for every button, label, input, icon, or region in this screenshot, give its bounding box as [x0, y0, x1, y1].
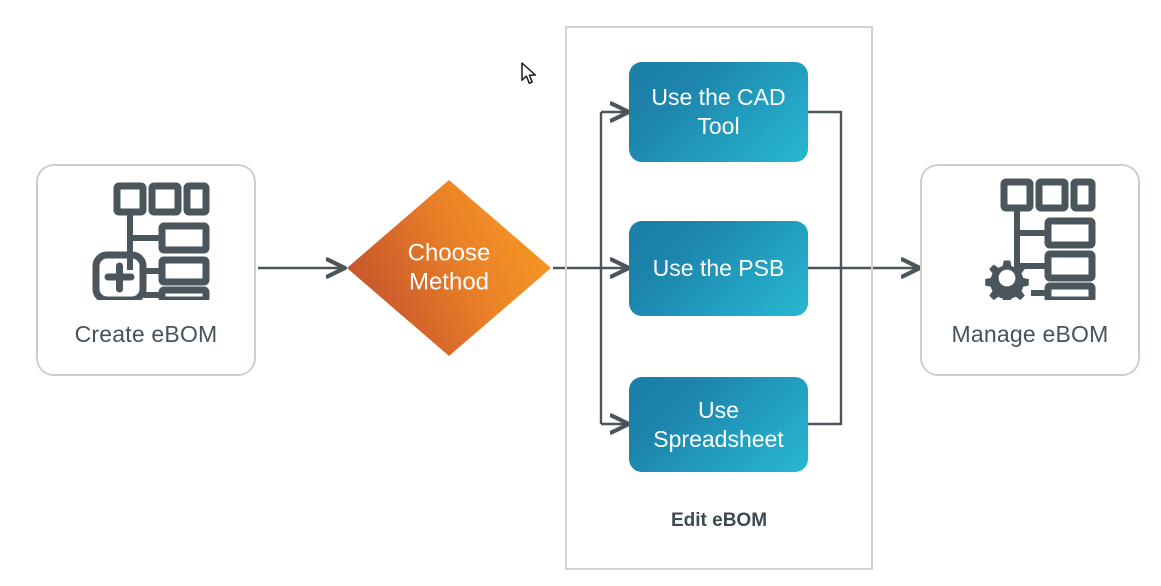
group-edit-ebom-label: Edit eBOM	[670, 510, 768, 531]
node-manage-ebom[interactable]: Manage eBOM	[920, 164, 1140, 376]
group-edit-ebom	[565, 26, 873, 570]
bom-tree-gear-icon	[974, 178, 1096, 305]
option-use-the-psb[interactable]: Use the PSB	[629, 221, 808, 316]
mouse-pointer-icon	[521, 62, 539, 91]
option-spreadsheet-line-1: Use	[698, 396, 739, 423]
option-use-the-cad-tool-label: Use the CAD Tool	[641, 83, 795, 141]
bom-tree-plus-icon	[88, 182, 210, 304]
node-create-ebom-label: Create eBOM	[74, 321, 218, 347]
option-cad-line-2: Tool	[697, 113, 740, 139]
node-create-ebom[interactable]: Create eBOM	[36, 164, 256, 376]
option-use-spreadsheet-label: Use Spreadsheet	[643, 396, 793, 454]
option-use-the-cad-tool[interactable]: Use the CAD Tool	[629, 62, 808, 162]
option-use-spreadsheet[interactable]: Use Spreadsheet	[629, 377, 808, 472]
option-cad-line-1: Use the CAD	[651, 84, 786, 111]
node-choose-method[interactable]: Choose Method	[345, 178, 553, 358]
node-manage-ebom-label: Manage eBOM	[951, 321, 1109, 347]
option-psb-line-1: Use the PSB	[652, 255, 785, 282]
option-spreadsheet-line-2: Spreadsheet	[653, 425, 784, 452]
option-use-the-psb-label: Use the PSB	[643, 254, 795, 283]
